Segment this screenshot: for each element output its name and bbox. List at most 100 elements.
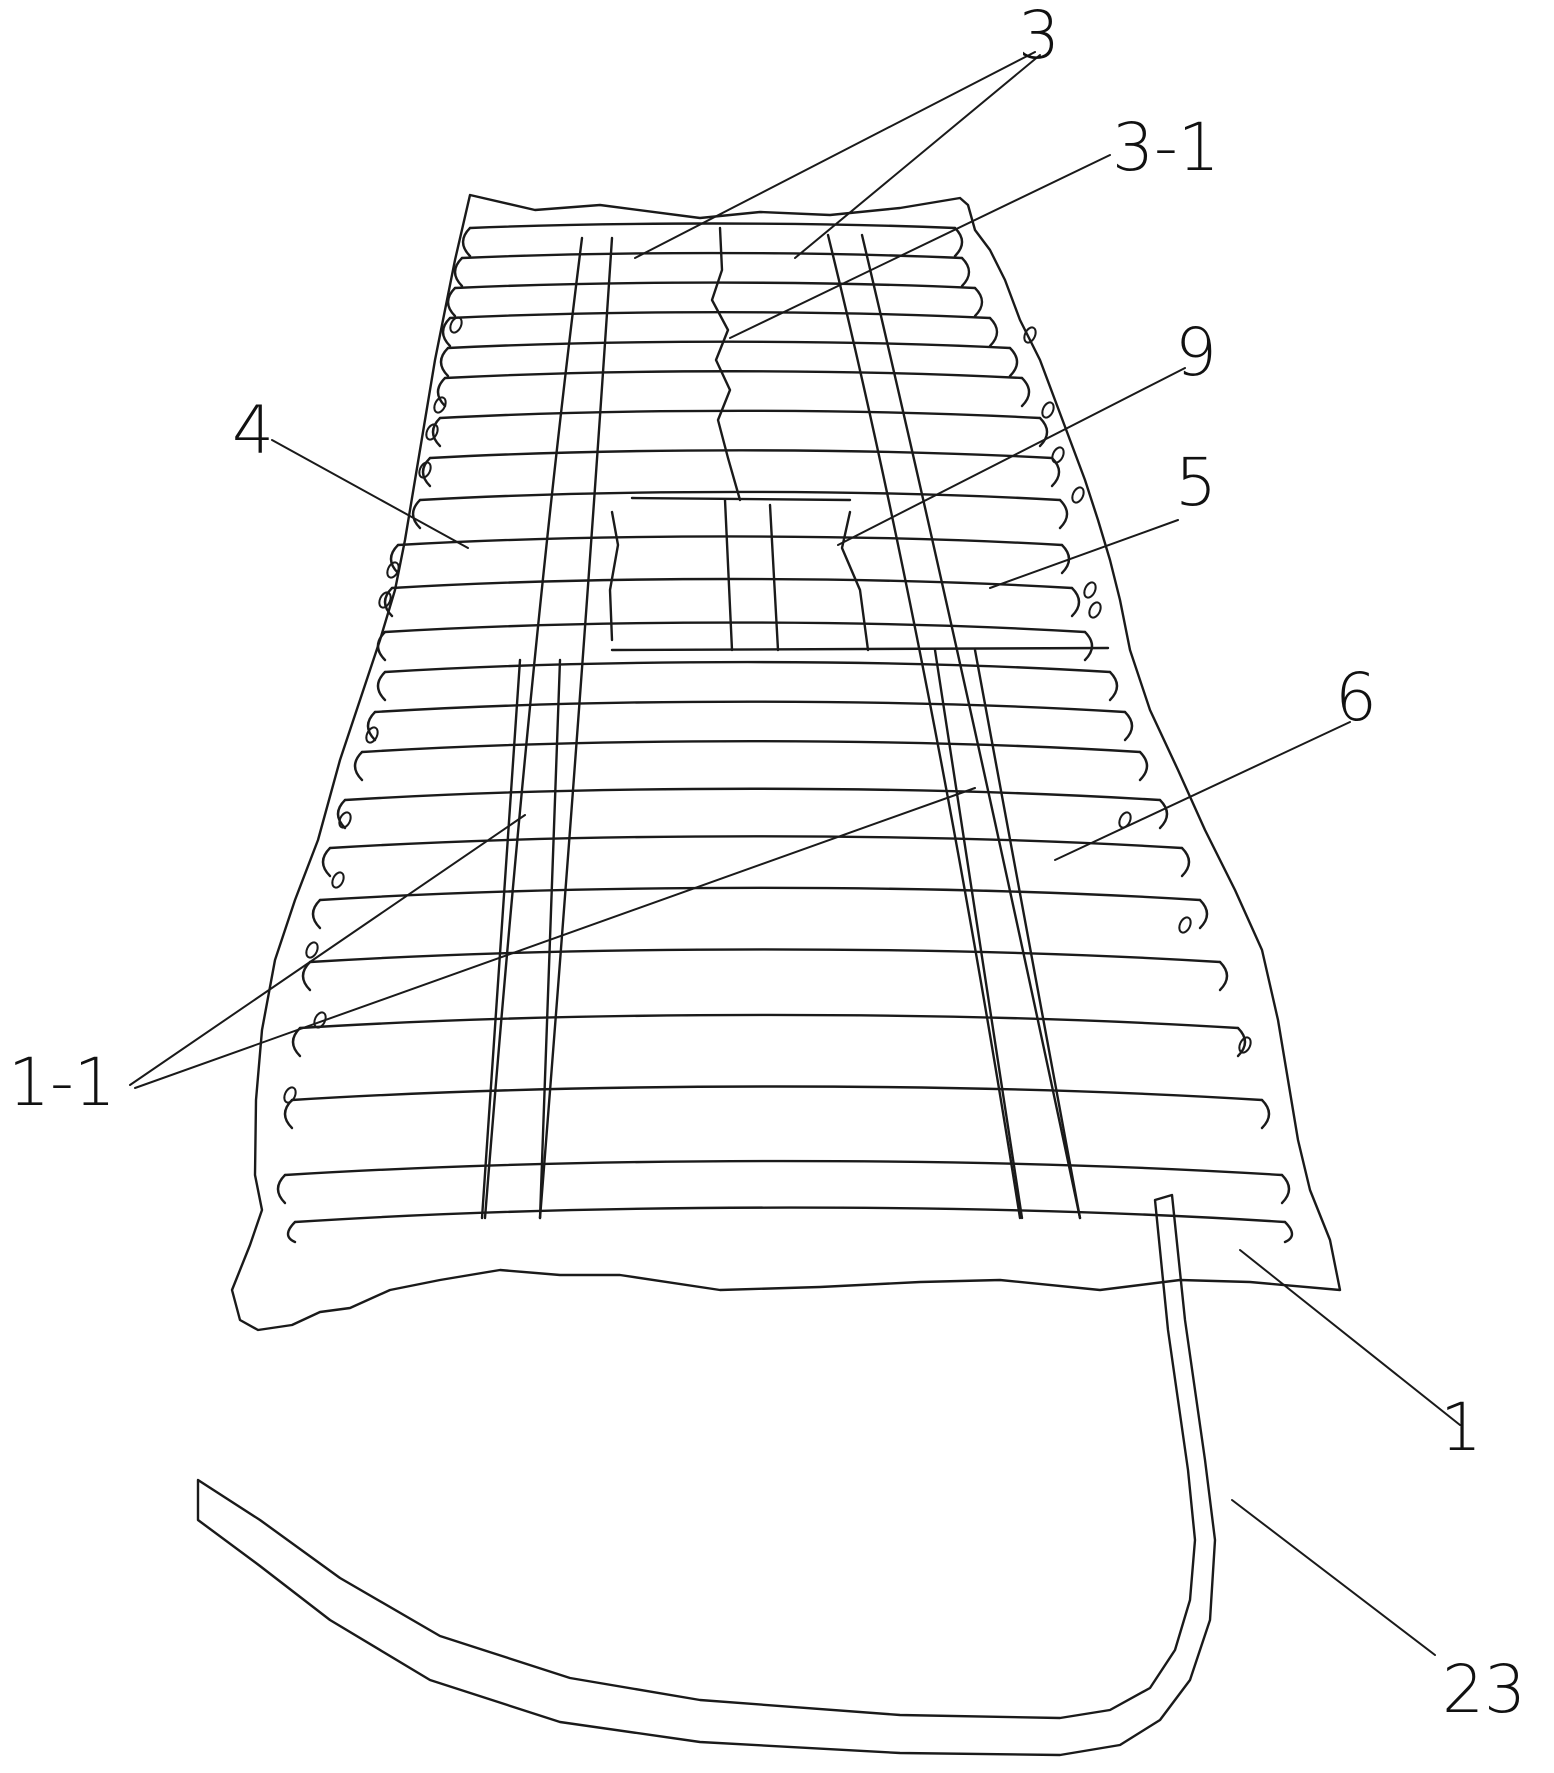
tube-end-right: [1038, 416, 1049, 448]
vent-hole: [1041, 401, 1055, 419]
tube-end-right: [1123, 710, 1134, 742]
reference-numerals: 3 3-1 9 4 5 6 1-1 1 23: [8, 0, 1526, 1728]
vent-hole: [449, 316, 463, 334]
retaining-straps: [480, 233, 1082, 1220]
tube-end-left: [321, 846, 332, 878]
tube-end-right: [960, 256, 971, 288]
leader-1-1a: [129, 814, 526, 1086]
tube-end-right: [988, 316, 999, 348]
leader-3b: [794, 54, 1041, 259]
tube-end-right: [1138, 750, 1149, 782]
vent-hole: [1178, 916, 1192, 934]
leader-4: [271, 439, 469, 549]
label-6: 6: [1335, 659, 1377, 736]
tube-end-right: [1218, 960, 1229, 992]
tube-row-seam: [283, 1159, 1284, 1177]
tube-row-seam: [448, 310, 992, 320]
leader-3-1: [729, 154, 1111, 339]
tube-end-right: [1260, 1098, 1271, 1130]
tube-row-seam: [360, 740, 1142, 754]
label-4: 4: [232, 392, 274, 469]
strap-middle-edge: [723, 498, 734, 652]
tube-row-seam: [453, 281, 977, 290]
vent-hole: [1088, 601, 1102, 619]
vent-hole: [378, 591, 392, 609]
tube-row-seam: [373, 700, 1127, 714]
tube-end-left: [421, 456, 432, 488]
strap-lower-edge: [973, 648, 1082, 1220]
vent-hole: [425, 423, 439, 441]
label-3-1: 3-1: [1112, 109, 1220, 186]
tube-end-left: [336, 798, 347, 830]
tube-end-left: [431, 416, 442, 448]
leader-6: [1054, 721, 1351, 861]
air-tube-rows: [276, 222, 1294, 1244]
strap-edge: [860, 233, 1082, 1220]
label-3: 3: [1018, 0, 1060, 74]
vent-hole: [1238, 1036, 1252, 1054]
middle-section-bottom: [610, 646, 1110, 652]
tube-end-right: [973, 286, 984, 318]
tube-end-right: [1198, 898, 1209, 930]
tube-row-seam: [390, 577, 1074, 590]
tube-end-left: [461, 226, 472, 258]
vent-hole: [386, 561, 400, 579]
vent-hole: [313, 1011, 327, 1029]
tube-row-seam: [293, 1206, 1287, 1224]
leader-23: [1231, 1499, 1436, 1656]
strap-edge: [826, 233, 1022, 1220]
tube-row-seam: [383, 660, 1112, 674]
tube-end-left: [453, 256, 464, 288]
label-23: 23: [1442, 1651, 1526, 1728]
vent-hole: [365, 726, 379, 744]
tube-end-left: [389, 543, 400, 575]
tube-row-seam: [446, 340, 1012, 350]
tube-end-left: [353, 750, 364, 782]
tube-row-seam: [383, 621, 1087, 634]
label-1: 1: [1440, 1389, 1482, 1466]
leader-9: [837, 367, 1186, 546]
strap-lower-edge: [933, 648, 1024, 1220]
tube-end-right: [1008, 346, 1019, 378]
tube-end-right: [1158, 798, 1169, 830]
tube-row-seam: [443, 370, 1024, 380]
strap-edge: [483, 236, 584, 1220]
tube-end-left: [411, 498, 422, 530]
label-5: 5: [1175, 444, 1217, 521]
label-1-1: 1-1: [8, 1044, 116, 1121]
tube-row-seam: [428, 449, 1054, 460]
vent-hole: [1083, 581, 1097, 599]
tube-end-left: [283, 1098, 294, 1130]
section-divider-right: [840, 510, 870, 652]
vent-hole: [1051, 446, 1065, 464]
tube-end-right: [953, 226, 964, 258]
leader-1-1b: [134, 787, 976, 1089]
tube-row-seam: [318, 886, 1202, 902]
leader-1: [1239, 1249, 1461, 1426]
section-divider-left: [608, 510, 620, 642]
tube-row-seam: [438, 409, 1042, 420]
middle-section-top: [630, 496, 852, 502]
leader-lines: [129, 51, 1461, 1656]
tube-row-seam: [328, 835, 1184, 850]
tube-end-left: [436, 376, 447, 408]
tube-end-left: [376, 630, 387, 662]
tube-row-seam: [460, 251, 964, 260]
tube-end-left: [439, 346, 450, 378]
vent-hole: [283, 1086, 297, 1104]
vent-hole: [1118, 811, 1132, 829]
tube-center-split: [710, 226, 742, 502]
air-pipe-outer: [196, 1193, 1217, 1757]
tube-row-seam: [290, 1085, 1264, 1102]
tube-end-right: [1236, 1026, 1247, 1058]
vent-hole: [1071, 486, 1085, 504]
tube-row-seam: [468, 222, 957, 230]
tube-row-seam: [298, 1013, 1240, 1030]
tube-row-seam: [343, 787, 1162, 802]
tube-end-right: [1070, 586, 1081, 618]
tube-row-seam: [396, 535, 1064, 547]
tube-end-left: [276, 1173, 287, 1205]
tube-end-right: [1058, 498, 1069, 530]
